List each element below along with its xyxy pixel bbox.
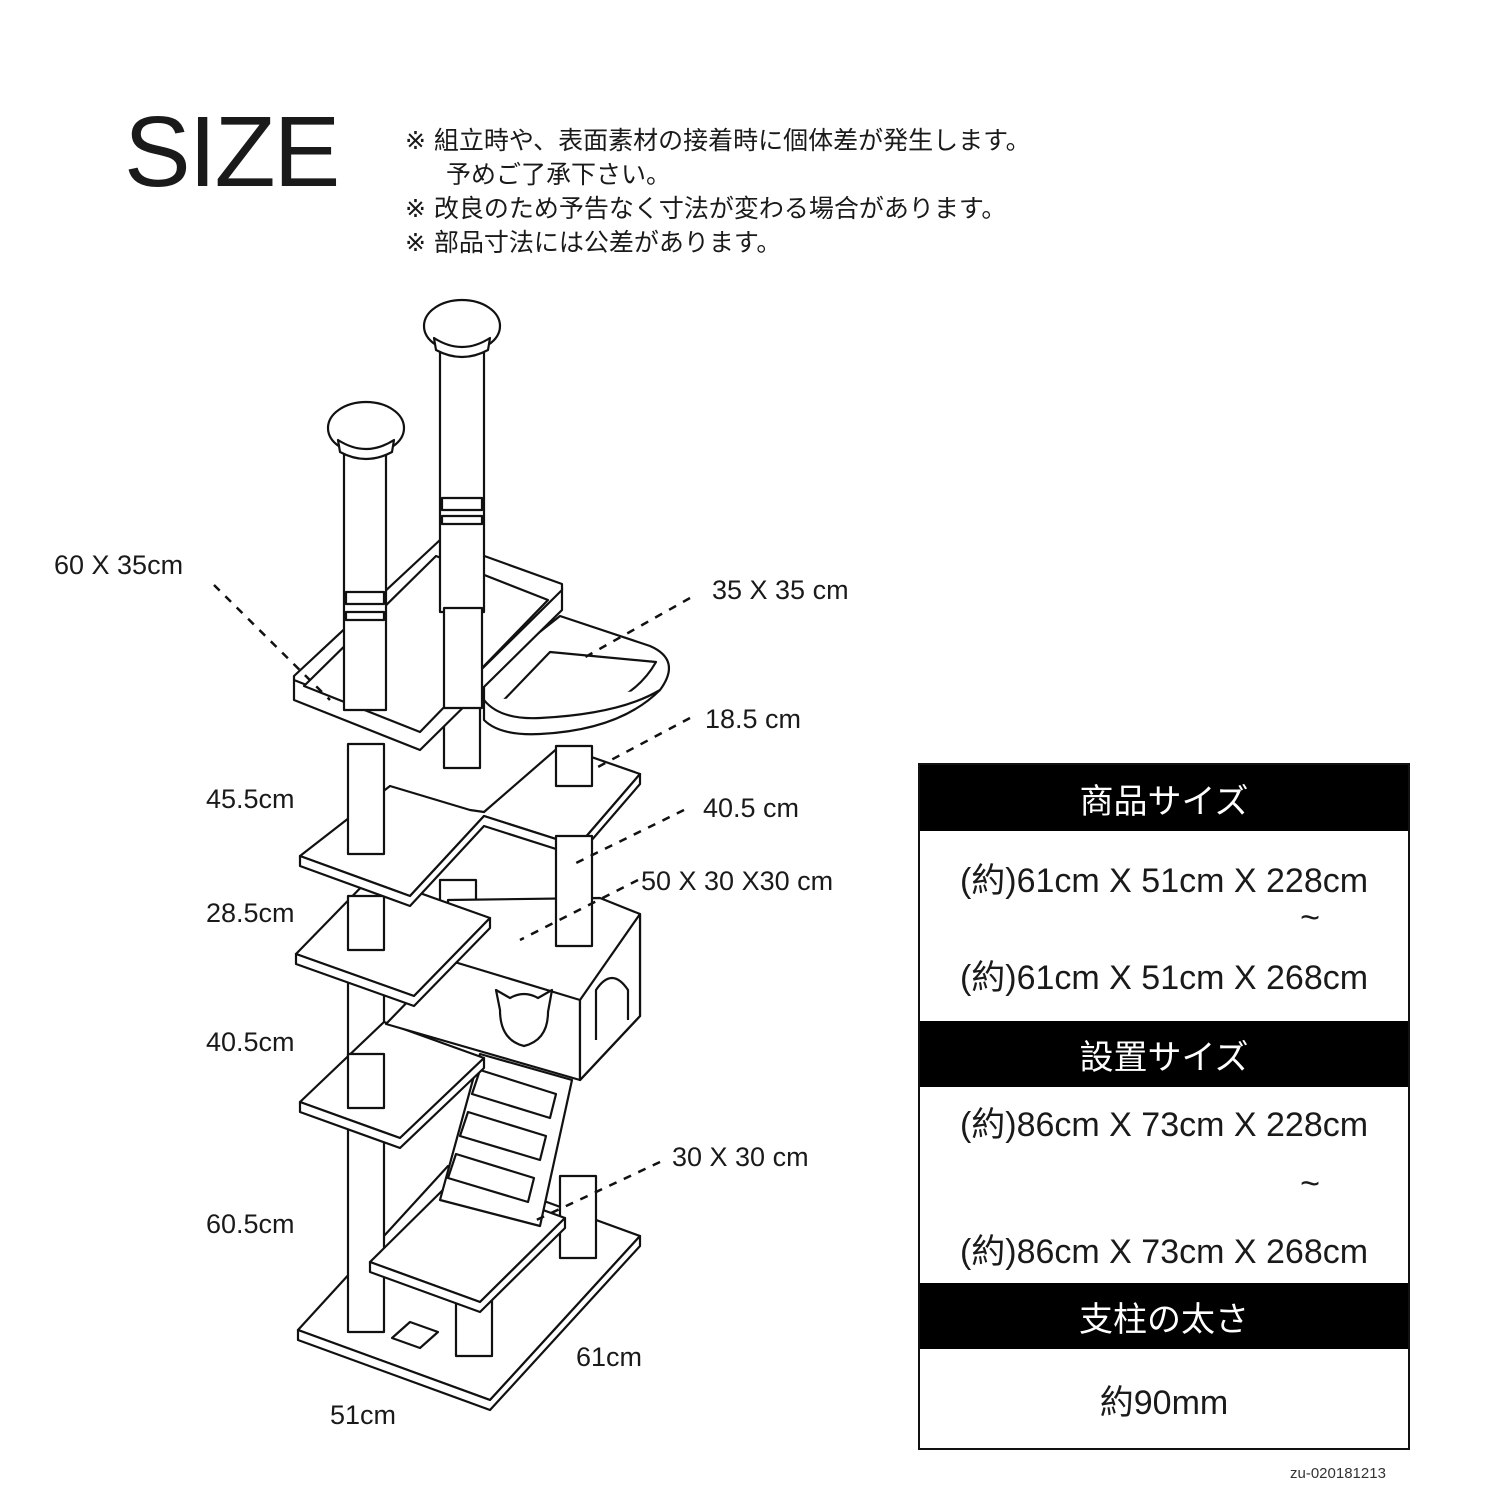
label-box: 50 X 30 X30 cm	[641, 866, 834, 896]
notes: ※ 組立時や、表面素材の接着時に個体差が発生します。 予めご了承下さい。 ※ 改…	[405, 124, 1031, 260]
label-base-width: 51cm	[330, 1400, 397, 1430]
leader-18-5	[595, 716, 691, 770]
pole-thickness: 約90mm	[1099, 1383, 1229, 1422]
bed-35x35	[482, 614, 671, 736]
note-1: ※ 組立時や、表面素材の接着時に個体差が発生します。	[405, 126, 1031, 155]
tall-pole-right	[422, 298, 502, 614]
spec-table: 商品サイズ (約)61cm X 51cm X 228cm ~ (約)61cm X…	[918, 763, 1410, 1450]
ladder	[438, 1052, 574, 1228]
product-size-max: (約)61cm X 51cm X 268cm	[959, 959, 1369, 997]
pole-45-5-right	[554, 744, 594, 788]
leader-step	[531, 1160, 661, 1224]
install-size-max: (約)86cm X 73cm X 268cm	[959, 1233, 1369, 1271]
spec-header-pole: 支柱の太さ	[920, 1283, 1408, 1349]
note-1-cont: 予めご了承下さい。	[446, 160, 672, 189]
label-45-5: 45.5cm	[206, 784, 295, 814]
label-40-5-left: 40.5cm	[206, 1027, 295, 1057]
install-size-tilde: ~	[1300, 1165, 1320, 1203]
spec-body-install: (約)86cm X 73cm X 228cm ~ (約)86cm X 73cm …	[920, 1087, 1408, 1283]
leader-40-5	[573, 808, 685, 866]
label-60-5: 60.5cm	[206, 1209, 295, 1239]
label-top-bed: 35 X 35 cm	[712, 575, 849, 605]
label-base-depth: 61cm	[576, 1342, 643, 1372]
label-28-5: 28.5cm	[206, 898, 295, 928]
label-18-5: 18.5 cm	[705, 704, 802, 734]
product-size-min: (約)61cm X 51cm X 228cm	[959, 862, 1369, 900]
note-2: ※ 改良のため予告なく寸法が変わる場合があります。	[405, 194, 1007, 223]
spec-body-product: (約)61cm X 51cm X 228cm ~ (約)61cm X 51cm …	[920, 831, 1408, 1021]
shelf-40-5	[298, 1020, 486, 1150]
install-size-min: (約)86cm X 73cm X 228cm	[959, 1106, 1369, 1144]
page-title: SIZE	[124, 96, 340, 208]
document-code: zu-020181213	[1290, 1465, 1386, 1482]
spec-header-product: 商品サイズ	[920, 765, 1408, 831]
leader-top-right	[579, 596, 691, 662]
cat-tower-diagram	[213, 298, 691, 1412]
label-40-5-right: 40.5 cm	[703, 793, 800, 823]
pole-lower-left	[346, 1118, 386, 1334]
pole-lower-right	[558, 1174, 598, 1260]
tall-pole-left	[326, 400, 406, 712]
pole-45-5-left	[346, 742, 386, 856]
note-3: ※ 部品寸法には公差があります。	[405, 228, 782, 257]
leader-top-left	[213, 584, 331, 701]
label-step: 30 X 30 cm	[672, 1142, 809, 1172]
label-top-shelf: 60 X 35cm	[54, 550, 184, 580]
shelf-28-5	[294, 874, 492, 1008]
leader-box	[519, 878, 639, 942]
spec-body-pole: 約90mm	[920, 1349, 1408, 1449]
product-size-tilde: ~	[1300, 899, 1320, 937]
spec-header-install: 設置サイズ	[920, 1021, 1408, 1087]
